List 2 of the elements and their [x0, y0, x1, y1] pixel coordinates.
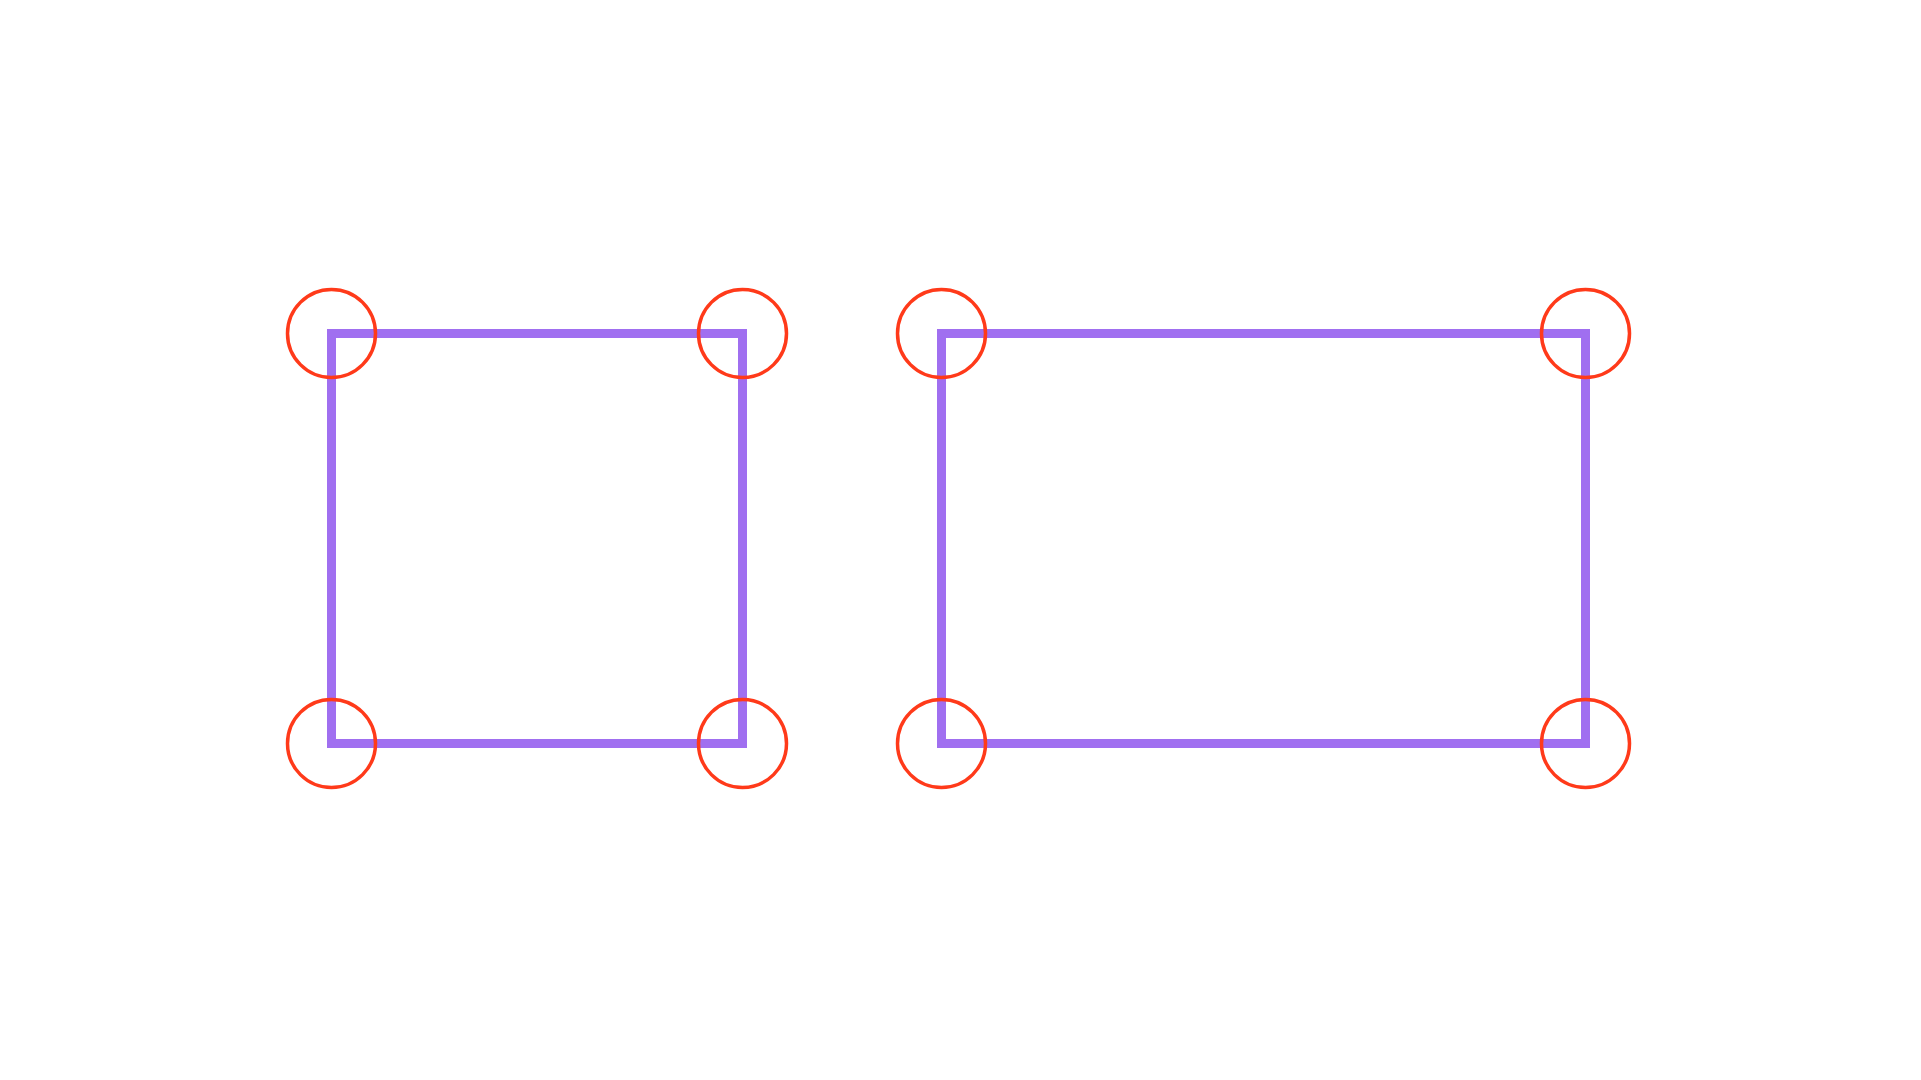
rectangle-outline: [937, 329, 1590, 748]
square-outline: [327, 329, 747, 748]
